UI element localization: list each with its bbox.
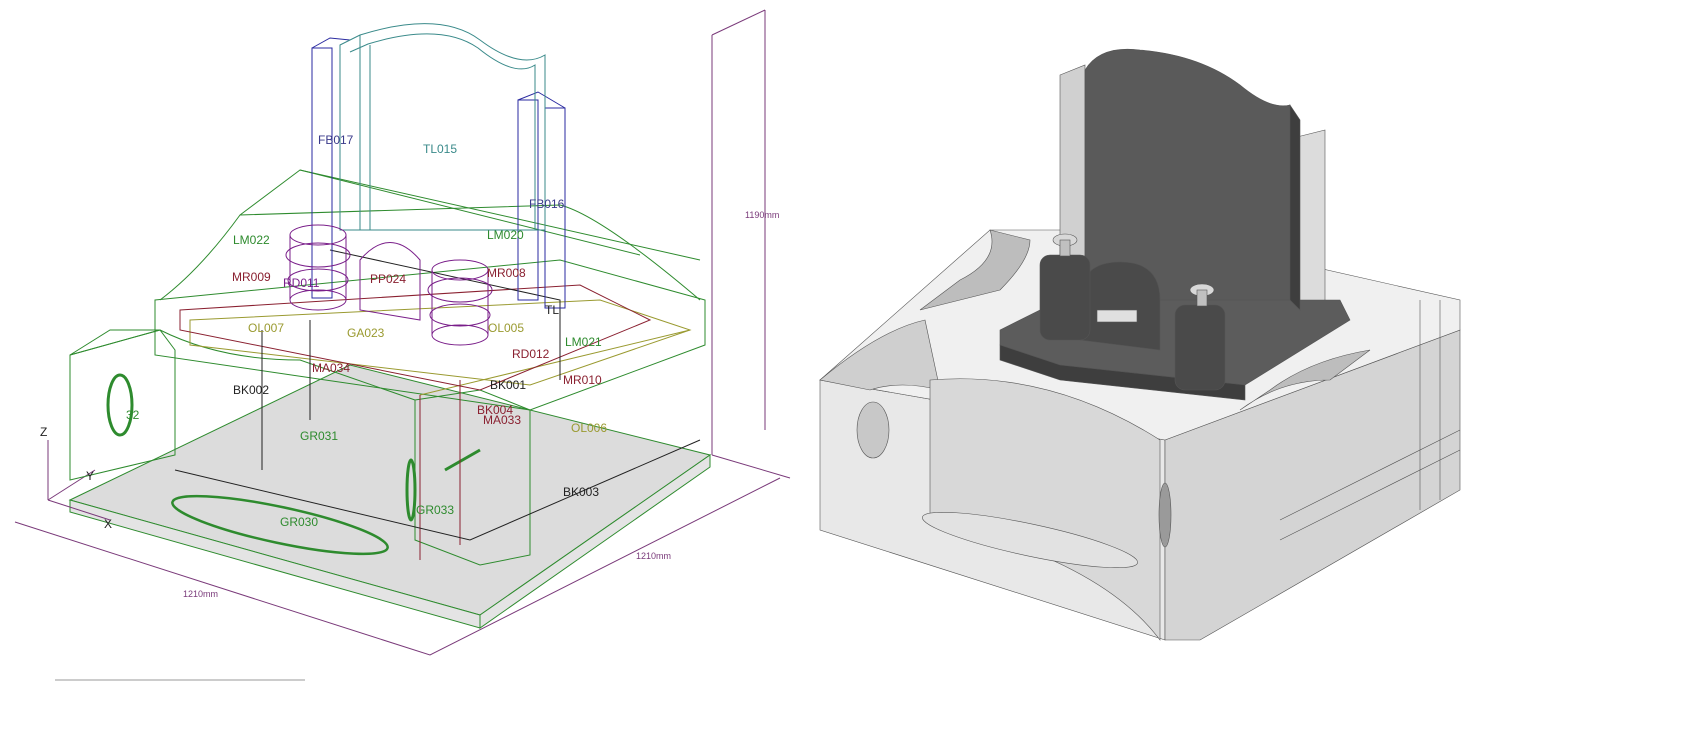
headstone <box>1084 48 1291 301</box>
part-label: PP024 <box>370 272 406 286</box>
part-label: OL006 <box>571 421 607 435</box>
part-label: BK002 <box>233 383 269 397</box>
part-label: MA033 <box>483 413 521 427</box>
dimension-width-front: 1210mm <box>183 589 218 599</box>
axis-label-y: Y <box>86 469 94 483</box>
part-label: LM021 <box>565 335 602 349</box>
dimension-height: 1190mm <box>745 210 779 220</box>
axis-label-z: Z <box>40 425 47 439</box>
part-label: 32 <box>126 408 140 422</box>
part-label: FB016 <box>529 197 565 211</box>
part-label: RD012 <box>512 347 550 361</box>
part-label: RD011 <box>283 276 320 290</box>
dimension-width-side: 1210mm <box>636 551 671 561</box>
part-label: OL005 <box>488 321 524 335</box>
part-label: FB017 <box>318 133 354 147</box>
part-label: BK004 <box>477 403 513 417</box>
dimension-lines <box>14 9 791 656</box>
part-label: GA023 <box>347 326 385 340</box>
part-label: MA034 <box>312 361 350 375</box>
flower-vase-right <box>1174 283 1226 391</box>
part-label: BK001 <box>490 378 526 392</box>
part-label: GR031 <box>300 429 338 443</box>
axis-triad <box>47 440 111 521</box>
part-label: GR030 <box>280 515 318 529</box>
part-label: MR009 <box>232 270 271 284</box>
axis-label-x: X <box>104 517 112 531</box>
part-label: GR033 <box>416 503 454 517</box>
wireframe-view: FB017 TL015 FB016 LM022 LM020 MR009 RD01… <box>14 9 791 656</box>
part-label: MR010 <box>563 373 602 387</box>
part-label: MR008 <box>487 266 526 280</box>
floor-plate <box>68 364 712 616</box>
part-label: TL <box>545 303 559 317</box>
part-label: LM022 <box>233 233 270 247</box>
flower-vase-left <box>1039 233 1091 341</box>
part-label: BK003 <box>563 485 599 499</box>
part-label: TL015 <box>423 142 457 156</box>
part-label: OL007 <box>248 321 284 335</box>
shaded-view <box>819 48 1461 641</box>
incense-burner <box>1079 261 1161 351</box>
part-label: LM020 <box>487 228 524 242</box>
